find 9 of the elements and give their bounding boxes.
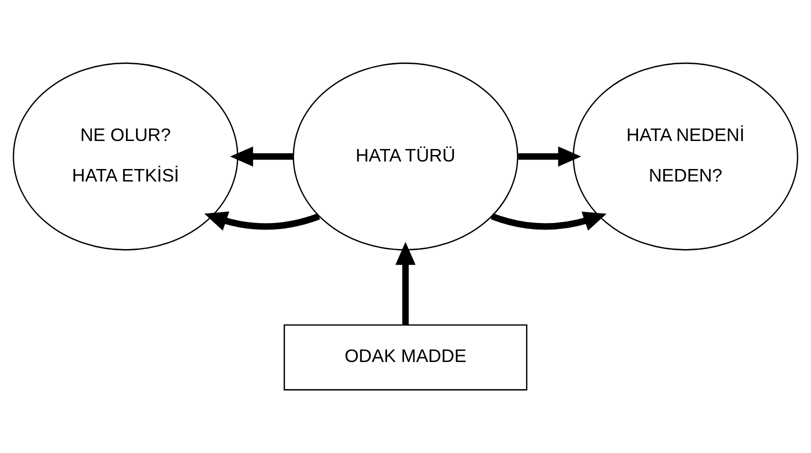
node-ellipse: HATA NEDENİ NEDEN?	[572, 62, 798, 250]
arrow	[395, 242, 416, 325]
node-ellipse: NE OLUR? HATA ETKİSİ	[12, 62, 238, 250]
arrow	[230, 146, 294, 167]
arrow	[490, 212, 607, 231]
node-ellipse: HATA TÜRÜ	[292, 62, 518, 250]
arrow	[204, 212, 320, 231]
arrow	[518, 146, 582, 167]
node-box: ODAK MADDE	[284, 324, 528, 390]
